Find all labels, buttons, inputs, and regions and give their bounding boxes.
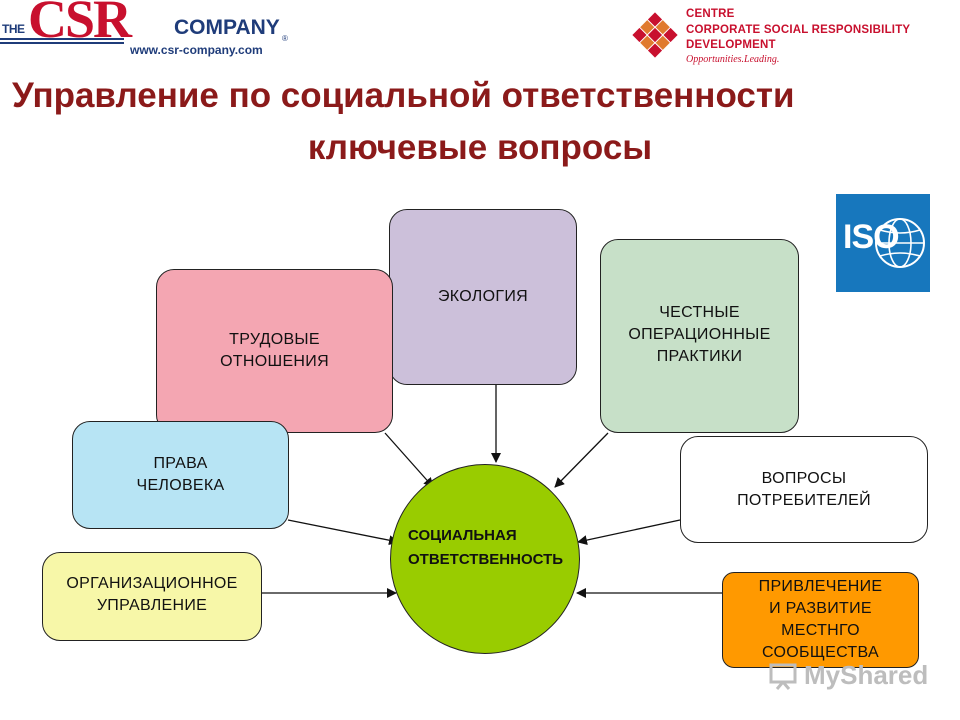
node-human-rights-label: ПРАВА ЧЕЛОВЕКА	[136, 455, 225, 494]
node-organizational-governance-label: ОРГАНИЗАЦИОННОЕ УПРАВЛЕНИЕ	[66, 575, 238, 614]
node-human-rights: ПРАВА ЧЕЛОВЕКА	[72, 421, 289, 529]
logo-the-text: THE	[2, 22, 25, 36]
logo-stripes-icon	[0, 38, 124, 44]
center-social-responsibility-label: СОЦИАЛЬНАЯ ОТВЕТСТВЕННОСТЬ	[408, 527, 564, 568]
watermark-text: MyShared	[804, 660, 929, 690]
centre-line-3: DEVELOPMENT	[686, 39, 776, 51]
centre-tagline: Opportunities.Leading.	[686, 54, 780, 65]
slide-title-line-1: Управление по социальной ответственности	[12, 76, 795, 115]
diamond-grid-icon	[632, 12, 678, 58]
node-labor-relations-label: ТРУДОВЫЕ ОТНОШЕНИЯ	[220, 331, 329, 370]
logo-registered-mark: ®	[282, 34, 288, 43]
node-fair-operating-practices-label: ЧЕСТНЫЕ ОПЕРАЦИОННЫЕ ПРАКТИКИ	[628, 304, 771, 365]
arrow-human-rights	[287, 519, 399, 546]
arrow-fair-practices	[554, 432, 609, 488]
arrow-labor	[384, 432, 434, 488]
node-labor-relations: ТРУДОВЫЕ ОТНОШЕНИЯ	[156, 269, 393, 433]
node-consumer-issues: ВОПРОСЫ ПОТРЕБИТЕЛЕЙ	[680, 436, 928, 543]
node-ecology-label: ЭКОЛОГИЯ	[438, 288, 528, 305]
logo-csr-text: CSR	[28, 0, 132, 49]
globe-icon	[875, 218, 925, 268]
node-organizational-governance: ОРГАНИЗАЦИОННОЕ УПРАВЛЕНИЕ	[42, 552, 262, 641]
node-consumer-issues-label: ВОПРОСЫ ПОТРЕБИТЕЛЕЙ	[737, 469, 871, 509]
slide-title-line-2: ключевые вопросы	[307, 128, 653, 167]
myshared-watermark: MyShared	[768, 660, 928, 690]
centre-line-1: CENTRE	[686, 8, 735, 20]
node-ecology: ЭКОЛОГИЯ	[389, 209, 577, 385]
csr-company-logo: THE CSR COMPANY ® www.csr-company.com	[0, 0, 300, 66]
presentation-icon	[769, 663, 797, 690]
iso-logo-text: ISO	[843, 218, 900, 256]
center-social-responsibility-circle	[390, 464, 580, 654]
node-fair-operating-practices: ЧЕСТНЫЕ ОПЕРАЦИОННЫЕ ПРАКТИКИ	[600, 239, 799, 433]
logo-company-text: COMPANY	[174, 16, 280, 39]
logo-url-text: www.csr-company.com	[130, 43, 263, 57]
iso-logo: ISO	[836, 194, 930, 292]
centre-csr-development-logo: CENTRE CORPORATE SOCIAL RESPONSIBILITY D…	[624, 4, 960, 70]
centre-line-2: CORPORATE SOCIAL RESPONSIBILITY	[686, 24, 911, 36]
node-community-involvement: ПРИВЛЕЧЕНИЕ И РАЗВИТИЕ МЕСТНГО СООБЩЕСТВ…	[722, 572, 919, 668]
node-community-involvement-label: ПРИВЛЕЧЕНИЕ И РАЗВИТИЕ МЕСТНГО СООБЩЕСТВ…	[758, 578, 883, 661]
